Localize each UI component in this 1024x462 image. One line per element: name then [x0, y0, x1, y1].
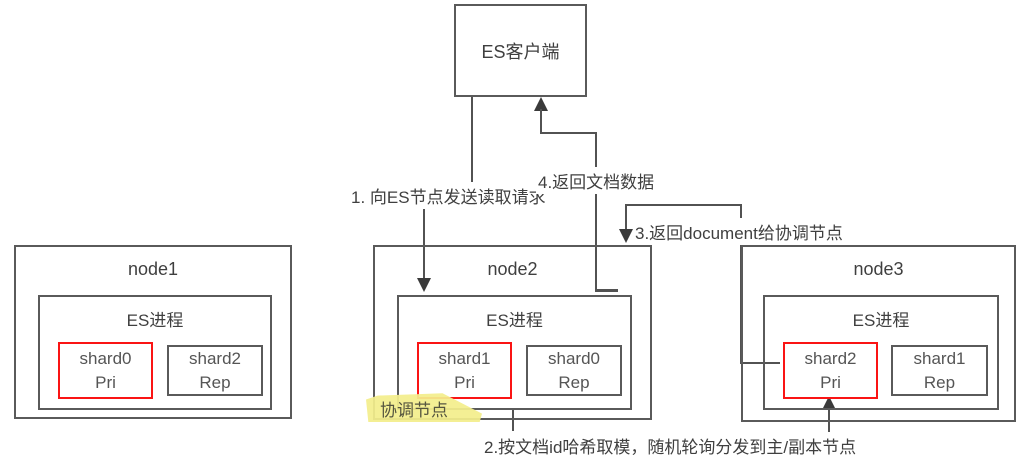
node-title: node3: [853, 259, 904, 279]
shard-name: shard0: [79, 348, 132, 368]
connector-step3-segment: [625, 204, 627, 232]
connector-step4-segment: [595, 132, 597, 291]
shard-box-replica: shard1 Rep: [891, 345, 988, 396]
shard-role: Pri: [454, 372, 475, 392]
arrow-up-icon: [534, 97, 548, 111]
shard-name: shard1: [438, 348, 491, 368]
connector-step1-segment: [471, 97, 473, 193]
shard-role: Rep: [923, 372, 956, 392]
connector-step3-segment: [626, 204, 742, 206]
shard-box-primary: shard2 Pri: [783, 342, 878, 399]
arrow-up-icon: [822, 396, 836, 410]
node-box-node1: node1 ES进程 shard0 Pri shard2 Rep: [14, 245, 292, 419]
es-process-box: ES进程 shard1 Pri shard0 Rep: [397, 295, 632, 410]
shard-box-replica: shard0 Rep: [526, 345, 622, 396]
connector-step1-segment: [423, 192, 425, 280]
shard-box-primary: shard0 Pri: [58, 342, 153, 399]
node-box-node3: node3 ES进程 shard2 Pri shard1 Rep: [741, 245, 1016, 422]
node-title: node2: [487, 259, 538, 279]
connector-step4-segment: [595, 289, 618, 292]
arrow-down-icon: [417, 278, 431, 292]
connector-step3-segment: [740, 362, 780, 364]
shard-role: Pri: [820, 372, 841, 392]
shard-role: Pri: [95, 372, 116, 392]
shard-role: Rep: [558, 372, 590, 392]
flow-label-step4: 4.返回文档数据: [536, 167, 657, 194]
shard-name: shard1: [913, 348, 966, 368]
shard-name: shard2: [804, 348, 857, 368]
flow-label-step2: 2.按文档id哈希取模，随机轮询分发到主/副本节点: [482, 432, 859, 459]
shard-name: shard2: [189, 348, 241, 368]
es-process-label: ES进程: [126, 311, 184, 330]
shard-box-primary: shard1 Pri: [417, 342, 512, 399]
shard-role: Rep: [199, 372, 231, 392]
es-process-box: ES进程 shard0 Pri shard2 Rep: [38, 295, 272, 410]
coordinating-node-label: 协调节点: [380, 401, 448, 420]
connector-step4-segment: [540, 132, 597, 134]
shard-box-replica: shard2 Rep: [167, 345, 263, 396]
arrow-down-icon: [619, 229, 633, 243]
shard-name: shard0: [548, 348, 600, 368]
es-client-label: ES客户端: [481, 41, 560, 62]
flow-label-step1: 1. 向ES节点发送读取请求: [349, 182, 548, 209]
es-process-label: ES进程: [852, 311, 910, 330]
es-process-label: ES进程: [486, 311, 543, 330]
flow-label-step3: 3.返回document给协调节点: [633, 218, 845, 245]
es-client-box: ES客户端: [454, 4, 587, 97]
node-box-node2: node2 ES进程 shard1 Pri shard0 Rep: [373, 245, 652, 420]
connector-step4-segment: [540, 109, 542, 134]
node-title: node1: [127, 259, 179, 279]
es-process-box: ES进程 shard2 Pri shard1 Rep: [763, 295, 999, 410]
